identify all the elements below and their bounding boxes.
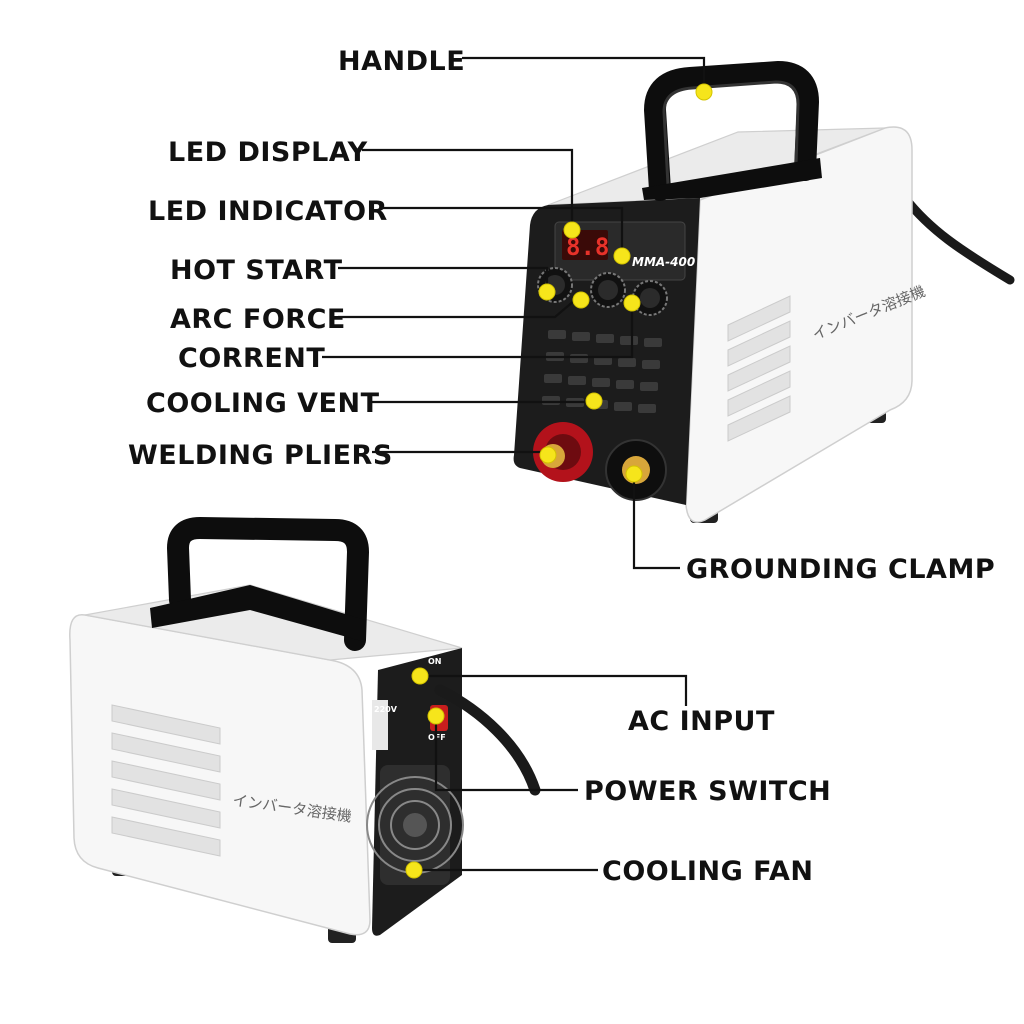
top-handle[interactable] [642,60,822,201]
marker-ac-input [411,667,429,685]
cooling-fan-grille [366,765,464,885]
switch-on-label: ON [428,657,442,666]
marker-grounding-clamp [625,465,643,483]
power-cable [900,193,1015,285]
leader-grounding-clamp [632,474,680,570]
label-ac-input: AC INPUT [628,706,775,737]
rear-power-cable [434,684,541,796]
marker-led-indicator [613,247,631,265]
marker-arc-force [572,291,590,309]
label-welding-pliers: WELDING PLIERS [128,440,393,471]
marker-power-switch [427,707,445,725]
rear-side-panel [69,613,371,936]
leader-hot-start [338,266,549,290]
voltage-label: 220V [374,705,398,714]
label-corrent: CORRENT [178,343,325,374]
leader-ac-input [420,674,688,706]
leader-lines [322,56,706,872]
label-grounding-clamp: GROUNDING CLAMP [686,554,995,585]
knob-arc-force[interactable] [590,272,626,308]
rear-side-vent-slots [111,704,221,857]
marker-handle [695,83,713,101]
markers [405,83,713,879]
label-power-switch: POWER SWITCH [584,776,831,807]
callout-labels: HANDLE LED DISPLAY LED INDICATOR HOT STA… [128,46,995,887]
label-handle: HANDLE [338,46,465,77]
side-vent-slots [727,295,791,442]
marker-led-display [563,221,581,239]
marker-corrent [623,294,641,312]
label-arc-force: ARC FORCE [170,304,346,335]
leader-handle [462,56,706,92]
leader-corrent [322,302,634,359]
model-label: MMA-400 [632,255,695,269]
welder-rear-view: インバータ溶接機 220V ON OFF [69,516,541,943]
label-hot-start: HOT START [170,255,343,286]
leader-arc-force [338,299,576,319]
marker-welding-pliers [539,446,557,464]
marker-cooling-fan [405,861,423,879]
rear-top-handle[interactable] [150,516,370,651]
label-cooling-fan: COOLING FAN [602,856,813,887]
marker-cooling-vent [585,392,603,410]
label-cooling-vent: COOLING VENT [146,388,380,419]
label-led-indicator: LED INDICATOR [148,196,388,227]
leader-led-indicator [382,206,624,255]
label-led-display: LED DISPLAY [168,137,368,168]
leader-led-display [362,148,574,228]
knob-current[interactable] [632,280,668,316]
marker-hot-start [538,283,556,301]
leader-power-switch [434,716,578,792]
